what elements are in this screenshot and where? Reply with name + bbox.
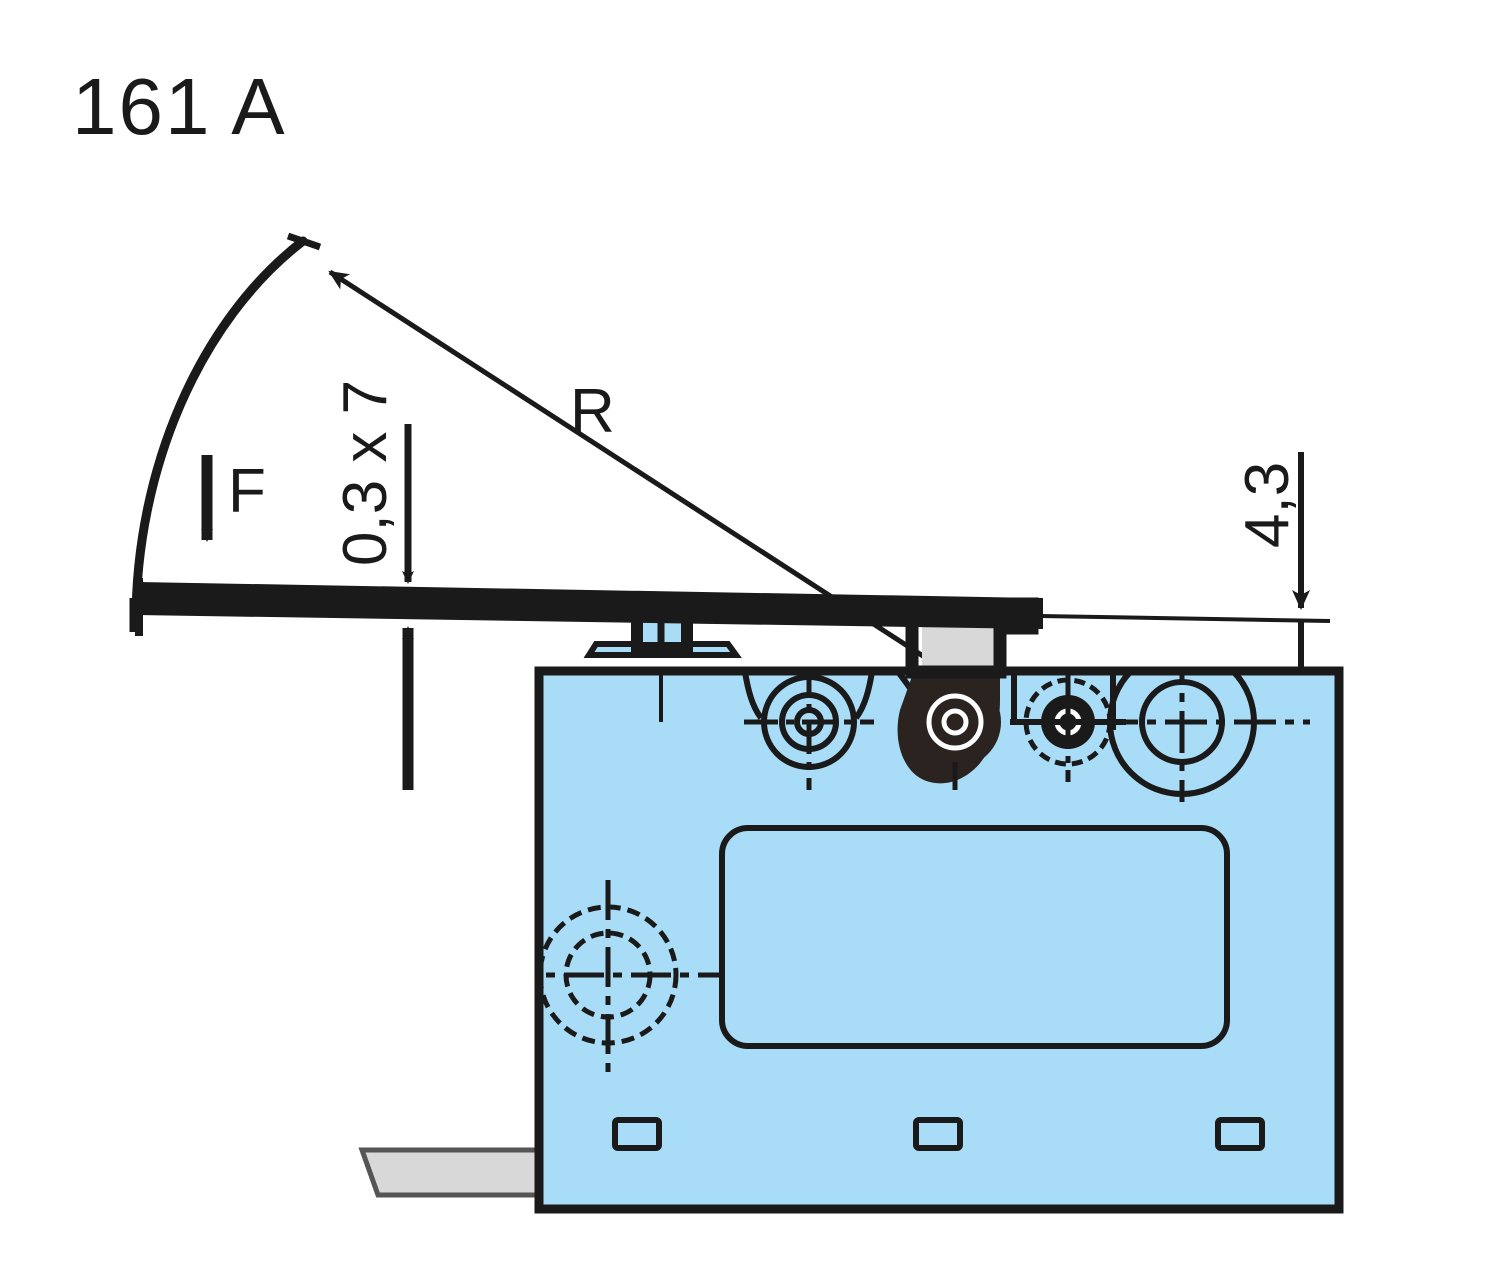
body-window — [719, 825, 1230, 1049]
actuation-arc — [131, 236, 308, 630]
pivot-b-inner — [941, 708, 969, 736]
lever-arm-right-contour — [853, 671, 875, 720]
terminal-tab — [358, 1147, 548, 1198]
radius-label: R — [570, 377, 615, 446]
bottom-slot-left — [612, 1117, 662, 1151]
lever-arm-left-contour — [742, 671, 764, 720]
height-dim-reference-line — [1039, 614, 1331, 623]
actuator-housing — [922, 620, 1002, 670]
lever-dimension-label: 0,3 x 7 — [331, 380, 400, 566]
body-internals — [539, 671, 1310, 1151]
page-title: 161 A — [72, 62, 287, 151]
bottom-slot-right — [1215, 1117, 1265, 1151]
pivot-b-body — [909, 676, 1001, 768]
height-dim-label-group: 4,3 — [1233, 462, 1302, 548]
lever-dim-label-group: 0,3 x 7 — [331, 380, 400, 566]
height-dimension-label: 4,3 — [1233, 462, 1302, 548]
force-label: F — [228, 457, 266, 526]
pivot-b-ring — [926, 693, 984, 751]
arc-upper-tick — [286, 232, 322, 251]
bottom-slot-center — [913, 1117, 963, 1151]
